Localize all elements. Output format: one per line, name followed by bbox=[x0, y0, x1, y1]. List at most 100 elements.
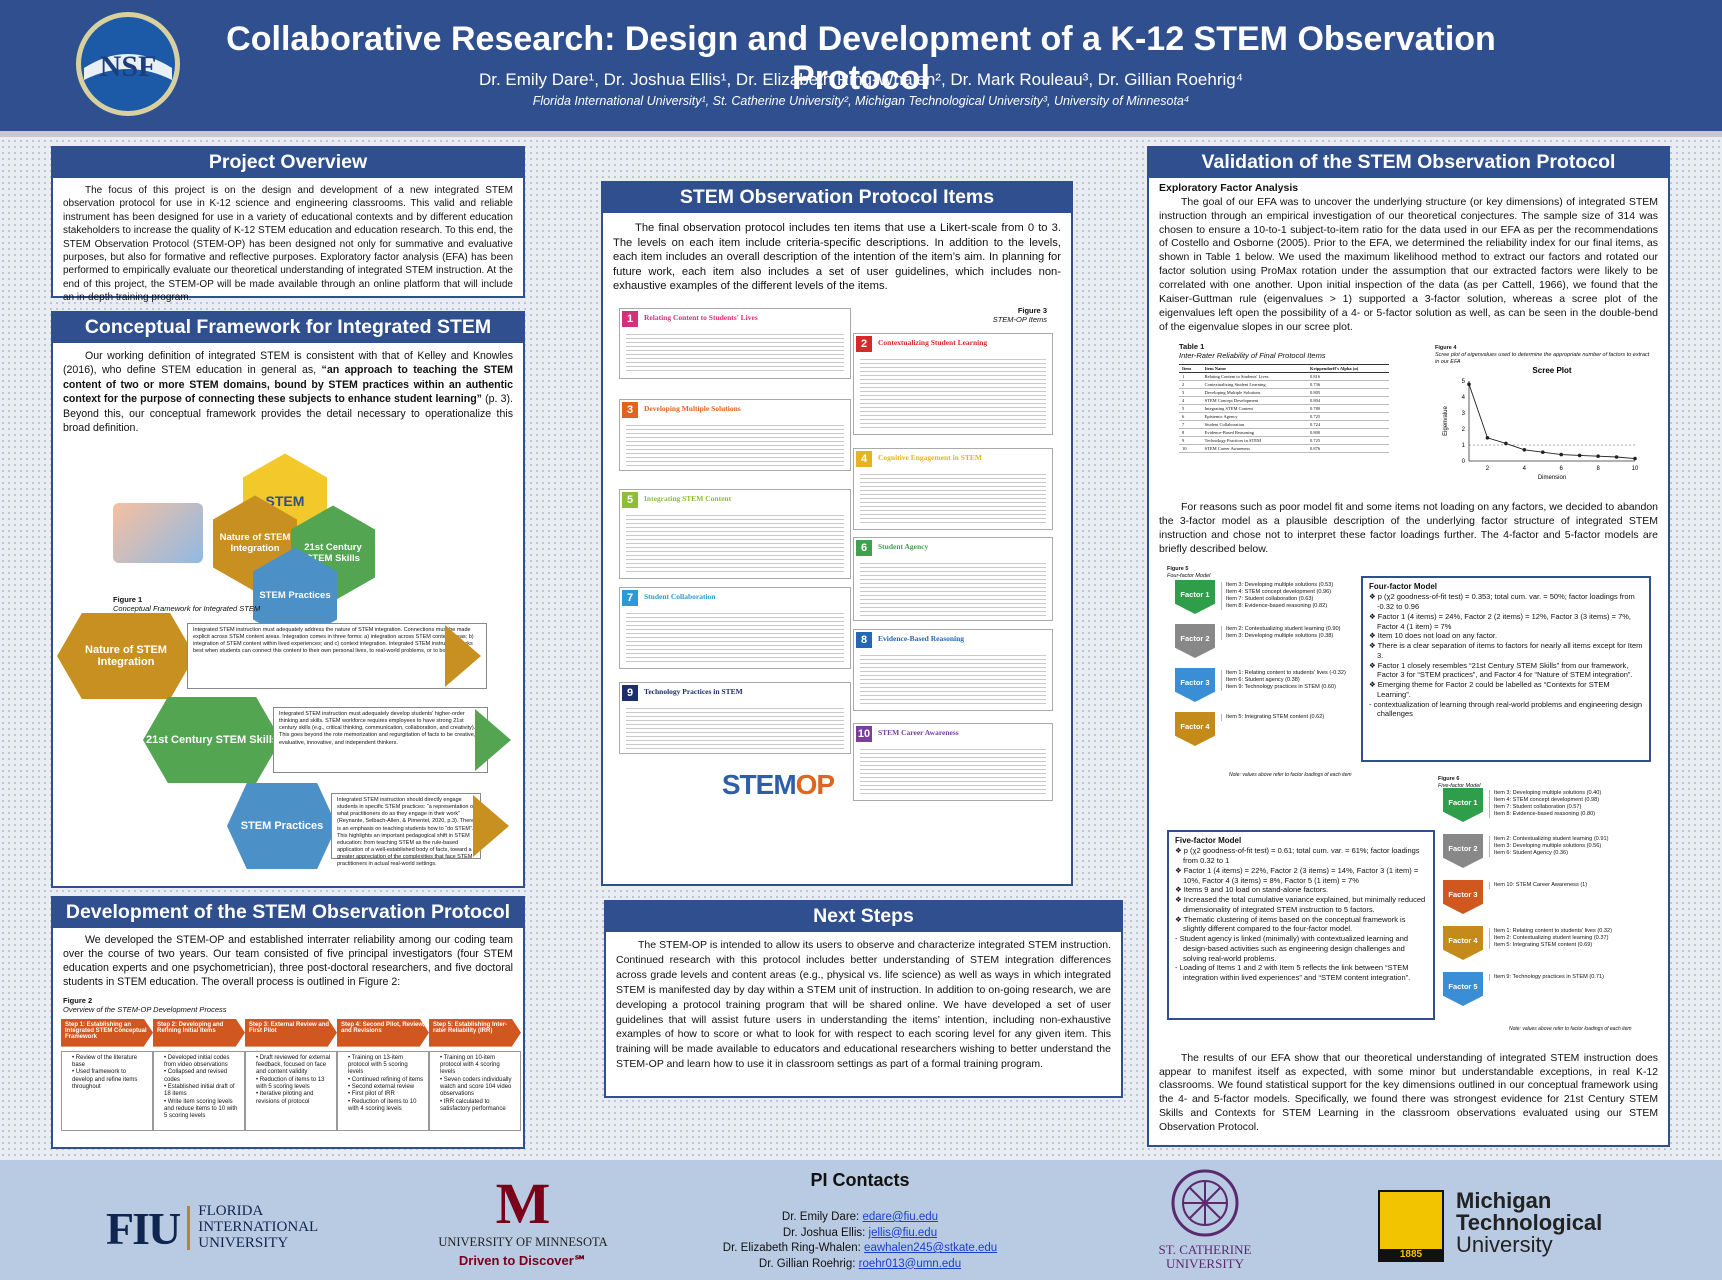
dev-step: Step 1: Establishing an Integrated STEM … bbox=[61, 1018, 153, 1131]
affiliations: Florida International University¹, St. C… bbox=[532, 94, 1190, 108]
contact-email-link[interactable]: eawhalen245@stkate.edu bbox=[864, 1242, 998, 1255]
contact-email-link[interactable]: edare@fiu.edu bbox=[862, 1211, 939, 1223]
figure-1-graphic: STEM Nature of STEM Integration 21st Cen… bbox=[113, 447, 473, 644]
x-tick-label: 8 bbox=[1596, 466, 1600, 472]
table-cell: 0.804 bbox=[1307, 396, 1389, 405]
factor-items: Item 9: Technology practices in STEM (0.… bbox=[1489, 974, 1604, 981]
y-tick-label: 0 bbox=[1462, 459, 1466, 465]
factor-item: Item 2: Contextualizing student learning… bbox=[1494, 934, 1609, 941]
table-cell: 3 bbox=[1179, 388, 1202, 397]
item-name: Student Agency bbox=[878, 542, 929, 551]
factor-chevron: Factor 5 bbox=[1443, 972, 1483, 1006]
framework-panel: Conceptual Framework for Integrated STEM… bbox=[51, 311, 525, 888]
items-panel: STEM Observation Protocol Items The fina… bbox=[601, 181, 1073, 886]
framework-row-nature: Nature of STEM Integration Integrated ST… bbox=[57, 613, 495, 699]
contact-email-link[interactable]: roehr013@umn.edu bbox=[858, 1257, 962, 1270]
section-heading: Conceptual Framework for Integrated STEM bbox=[53, 313, 523, 343]
item-description-lines bbox=[860, 746, 1046, 796]
table-header-cell: Krippendorff's Alpha (α) bbox=[1307, 363, 1389, 373]
table-cell: Evidence-Based Reasoning bbox=[1201, 428, 1308, 437]
bullet-item: ❖ Emerging theme for Factor 2 could be l… bbox=[1369, 680, 1610, 699]
factor-item: Item 3: Developing multiple solutions (0… bbox=[1494, 790, 1602, 796]
section-heading: Validation of the STEM Observation Proto… bbox=[1149, 148, 1668, 178]
factor-item: Item 9: Technology practices in STEM (0.… bbox=[1494, 974, 1604, 980]
item-number: 10 bbox=[856, 726, 872, 742]
factor-items: Item 10: STEM Career Awareness (1) bbox=[1489, 882, 1587, 889]
classroom-illustration bbox=[113, 503, 203, 564]
table-cell: 0.725 bbox=[1307, 412, 1389, 421]
dev-step: Step 2: Developing and Refining Initial … bbox=[153, 1018, 245, 1131]
item-name: Student Collaboration bbox=[644, 592, 716, 601]
contact-name: Dr. Elizabeth Ring-Whalen: bbox=[722, 1242, 865, 1255]
section-heading: STEM Observation Protocol Items bbox=[603, 183, 1071, 213]
table-cell: Technology Practices in STEM bbox=[1201, 436, 1308, 445]
table-header-cell: Item bbox=[1179, 363, 1202, 373]
project-overview-panel: Project Overview The focus of this proje… bbox=[51, 146, 525, 303]
factor-chevron: Factor 1 bbox=[1175, 580, 1215, 614]
table-header-cell: Item Name bbox=[1201, 363, 1308, 373]
section-heading: Project Overview bbox=[53, 148, 523, 178]
table-cell: 7 bbox=[1179, 420, 1202, 429]
table-cell: 2 bbox=[1179, 380, 1202, 389]
factor-item: Item 1: Relating content to students' li… bbox=[1494, 928, 1612, 934]
factor-item: Item 8: Evidence-based reasoning (0.80) bbox=[1494, 810, 1596, 817]
development-text: We developed the STEM-OP and established… bbox=[63, 934, 513, 988]
arrow-tip bbox=[473, 795, 509, 857]
next-steps-text: The STEM-OP is intended to allow its use… bbox=[616, 939, 1111, 1071]
bullet-item: ❖ Factor 1 (4 items) = 22%, Factor 2 (3 … bbox=[1175, 865, 1419, 885]
x-axis-label: Dimension bbox=[1538, 475, 1566, 481]
item-description-lines bbox=[626, 422, 844, 466]
bullet-item: - Loading of Items 1 and 2 with Item 5 r… bbox=[1175, 963, 1411, 983]
items-text: The final observation protocol includes … bbox=[613, 222, 1061, 293]
table-cell: 0.736 bbox=[1307, 380, 1389, 389]
data-point bbox=[1559, 452, 1564, 457]
table-cell: 6 bbox=[1179, 412, 1202, 421]
data-point bbox=[1522, 448, 1527, 452]
factor-item: Item 7: Student collaboration (0.57) bbox=[1494, 803, 1582, 810]
table-cell: 4 bbox=[1179, 396, 1202, 405]
table-cell: 0.724 bbox=[1307, 420, 1389, 429]
table-cell: 10 bbox=[1179, 444, 1202, 453]
factor-items: Item 1: Relating content to students' li… bbox=[1489, 928, 1612, 949]
factor-item: Item 10: STEM Career Awareness (1) bbox=[1494, 882, 1588, 888]
husky-icon: 1885 bbox=[1378, 1190, 1444, 1262]
framework-row-21st: 21st Century STEM Skills Integrated STEM… bbox=[143, 697, 511, 783]
dev-step: Step 4: Second Pilot, Review, and Revisi… bbox=[337, 1018, 429, 1131]
x-tick-label: 4 bbox=[1523, 466, 1527, 472]
row-label: 21st Century STEM Skills bbox=[143, 697, 281, 783]
row-text: Integrated STEM instruction must adequat… bbox=[273, 707, 488, 773]
overview-text: The focus of this project is on the desi… bbox=[63, 185, 513, 304]
data-point bbox=[1596, 454, 1600, 458]
table-cell: STEM Career Awareness bbox=[1201, 444, 1308, 453]
item-number: 7 bbox=[622, 590, 638, 606]
bullet-item: ❖ p (χ2 goodness-of-fit test) = 0.61; to… bbox=[1175, 846, 1420, 866]
table-cell: Relating Content to Students' Lives bbox=[1201, 372, 1308, 381]
bullet-item: ❖ Item 10 does not load on any factor. bbox=[1369, 631, 1498, 641]
contact-name: Dr. Gillian Roehrig: bbox=[758, 1257, 859, 1270]
item-number: 4 bbox=[856, 451, 872, 467]
item-name: Evidence-Based Reasoning bbox=[878, 634, 965, 643]
item-number: 5 bbox=[622, 492, 638, 508]
y-axis-label: Eigenvalue bbox=[1443, 405, 1449, 435]
factor-item: Item 4: STEM concept development (0.96) bbox=[1226, 588, 1332, 595]
poster-header: NSF Collaborative Research: Design and D… bbox=[0, 0, 1722, 131]
mtu-logo: 1885 Michigan Technological University bbox=[1378, 1188, 1658, 1268]
row-text: Integrated STEM instruction should direc… bbox=[331, 793, 481, 867]
contact-email-link[interactable]: jellis@fiu.edu bbox=[868, 1226, 938, 1239]
four-factor-note: Note: values above refer to factor loadi… bbox=[1229, 772, 1352, 778]
